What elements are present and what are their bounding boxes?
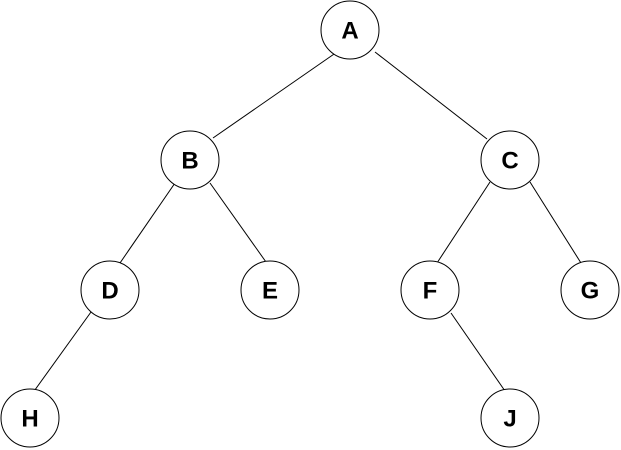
- node-G-label: G: [581, 278, 600, 305]
- node-C: C: [480, 130, 540, 190]
- node-J-label: J: [503, 406, 516, 433]
- node-H: H: [0, 388, 60, 448]
- node-G: G: [560, 260, 620, 320]
- node-F-circle: [400, 260, 460, 320]
- node-B: B: [160, 130, 220, 190]
- node-C-label: C: [501, 148, 518, 175]
- edge-F-J: [450, 312, 506, 392]
- edge-A-B: [212, 51, 338, 139]
- node-E: E: [240, 260, 300, 320]
- edge-B-E: [209, 182, 267, 263]
- node-A-label: A: [341, 18, 358, 45]
- node-D: D: [80, 260, 140, 320]
- node-A-circle: [320, 0, 380, 60]
- node-E-label: E: [262, 278, 278, 305]
- edge-C-G: [529, 181, 582, 264]
- node-A: A: [320, 0, 380, 60]
- node-B-label: B: [181, 148, 198, 175]
- node-J: J: [480, 388, 540, 448]
- node-G-circle: [560, 260, 620, 320]
- edge-A-C: [374, 51, 488, 140]
- node-C-circle: [480, 130, 540, 190]
- node-D-circle: [80, 260, 140, 320]
- node-H-label: H: [21, 406, 38, 433]
- node-E-circle: [240, 260, 300, 320]
- edges-layer: [31, 51, 582, 395]
- edge-D-H: [31, 311, 92, 395]
- node-H-circle: [0, 388, 60, 448]
- node-B-circle: [160, 130, 220, 190]
- edge-B-D: [119, 182, 176, 264]
- node-D-label: D: [101, 278, 118, 305]
- node-J-circle: [480, 388, 540, 448]
- edge-C-F: [436, 181, 491, 264]
- node-F-label: F: [423, 278, 438, 305]
- node-F: F: [400, 260, 460, 320]
